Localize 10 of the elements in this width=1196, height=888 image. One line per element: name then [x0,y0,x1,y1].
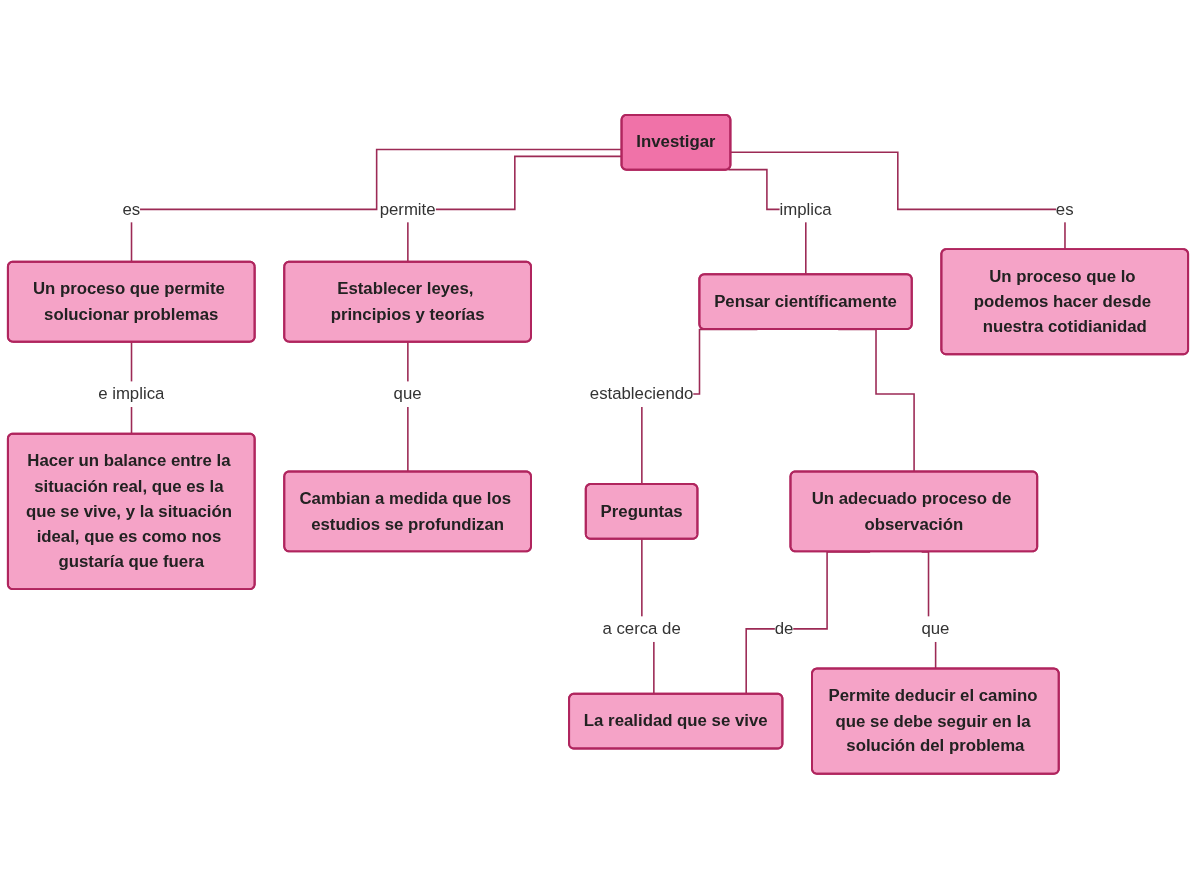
edge-label: implica [779,199,832,219]
edge-label: es [122,199,141,219]
edge-label: a cerca de [602,618,681,638]
edge-label: permite [379,199,436,219]
edge-label: es [1055,199,1074,219]
edge-label: que [393,384,422,403]
edge-label: de [774,618,794,638]
edge-label: que [921,618,950,638]
edge-label: estableciendo [589,384,694,403]
edge-label: e implica [98,384,165,403]
